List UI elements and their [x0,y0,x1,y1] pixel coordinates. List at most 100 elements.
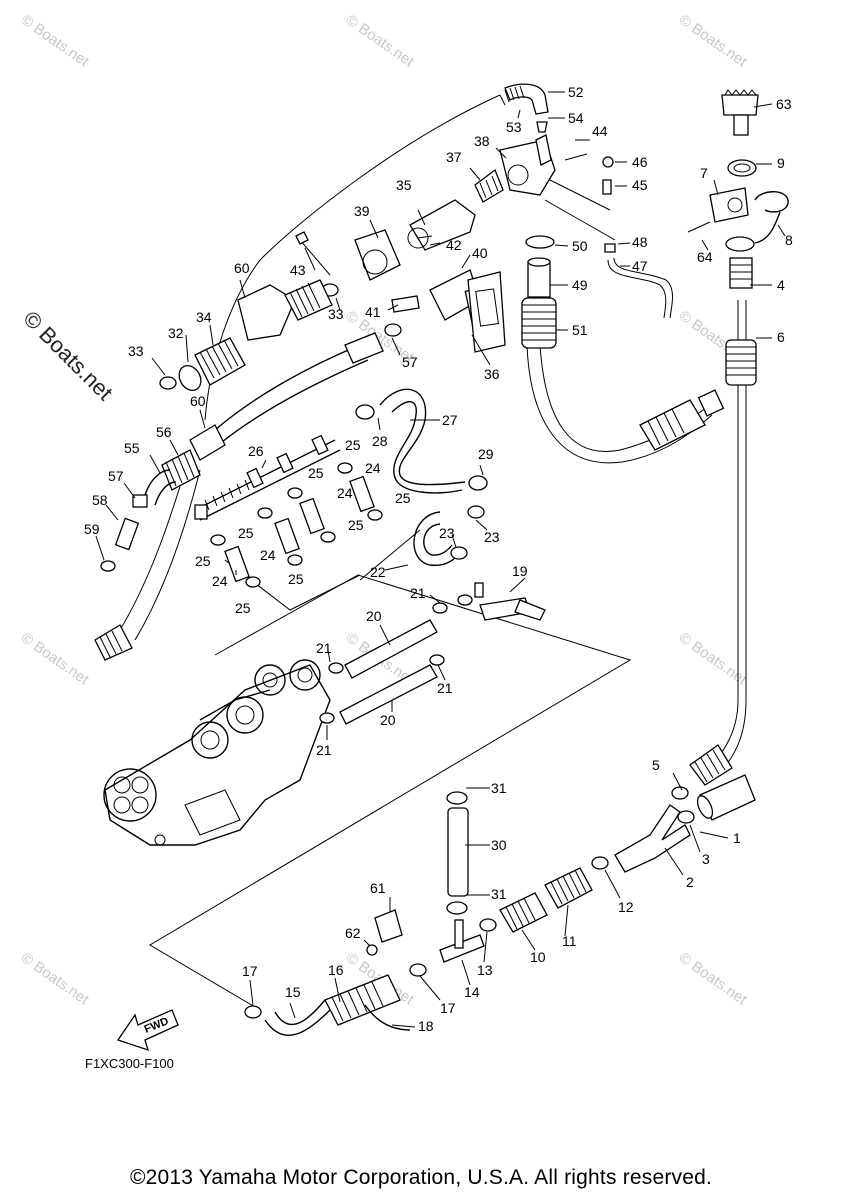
callout-25: 25 [348,517,364,533]
callout-25: 25 [308,465,324,481]
callout-5: 5 [652,757,660,773]
callout-21: 21 [316,640,332,656]
callout-59: 59 [84,521,100,537]
callout-24: 24 [212,573,228,589]
callout-47: 47 [632,258,648,274]
watermark: © Boats.net [676,629,751,688]
callout-19: 19 [512,563,528,579]
callout-30: 30 [491,837,507,853]
callout-25: 25 [345,437,361,453]
callout-31: 31 [491,886,507,902]
callout-21: 21 [410,585,426,601]
callout-25: 25 [395,490,411,506]
callout-52: 52 [568,84,584,100]
callout-41: 41 [365,304,381,320]
callout-31: 31 [491,780,507,796]
callout-53: 53 [506,119,522,135]
callout-35: 35 [396,177,412,193]
callout-43: 43 [290,262,306,278]
callout-25: 25 [288,571,304,587]
callout-64: 64 [697,249,713,265]
callout-23: 23 [484,529,500,545]
watermark-side: © Boats.net [18,306,117,405]
right-parts [244,89,789,1036]
callout-44: 44 [592,123,608,139]
callout-8: 8 [785,232,793,248]
callout-24: 24 [260,547,276,563]
callout-17: 17 [440,1000,456,1016]
callout-25: 25 [195,553,211,569]
callout-57: 57 [402,354,418,370]
callout-12: 12 [618,899,634,915]
callout-28: 28 [372,433,388,449]
callout-26: 26 [248,443,264,459]
callout-62: 62 [345,925,361,941]
callout-60: 60 [234,260,250,276]
callout-38: 38 [474,133,490,149]
callout-22: 22 [370,564,386,580]
callout-29: 29 [478,446,494,462]
callout-7: 7 [700,165,708,181]
callout-50: 50 [572,238,588,254]
callout-14: 14 [464,984,480,1000]
callout-40: 40 [472,245,488,261]
callout-36: 36 [484,366,500,382]
callout-57: 57 [108,468,124,484]
watermark: © Boats.net [18,949,93,1008]
callout-16: 16 [328,962,344,978]
callout-27: 27 [442,412,458,428]
callout-48: 48 [632,234,648,250]
callout-63: 63 [776,96,792,112]
callout-24: 24 [337,485,353,501]
callout-61: 61 [370,880,386,896]
callout-24: 24 [365,460,381,476]
callout-55: 55 [124,440,140,456]
callout-17: 17 [242,963,258,979]
watermark: © Boats.net [343,11,418,70]
callout-37: 37 [446,149,462,165]
callout-1: 1 [733,830,741,846]
watermark: © Boats.net [18,629,93,688]
callout-23: 23 [439,525,455,541]
callout-51: 51 [572,322,588,338]
callout-numbers: 1 2 3 4 5 6 7 8 9 10 11 12 13 14 15 16 1… [84,84,793,1034]
callout-25: 25 [235,600,251,616]
callout-49: 49 [572,277,588,293]
callout-46: 46 [632,154,648,170]
fwd-arrow: FWD [116,1009,179,1052]
callout-9: 9 [777,155,785,171]
callout-4: 4 [777,277,785,293]
middle-left-parts [94,388,546,725]
callout-3: 3 [702,851,710,867]
watermark: © Boats.net [18,11,93,70]
callout-10: 10 [530,949,546,965]
callout-18: 18 [418,1018,434,1034]
callout-13: 13 [477,962,493,978]
callout-33: 33 [328,306,344,322]
copyright-notice: ©2013 Yamaha Motor Corporation, U.S.A. A… [129,1166,713,1189]
callout-32: 32 [168,325,184,341]
callout-56: 56 [156,424,172,440]
callout-25: 25 [238,525,254,541]
callout-11: 11 [562,933,577,949]
engine-block [103,659,331,846]
callout-34: 34 [196,309,212,325]
callout-58: 58 [92,492,108,508]
callout-21: 21 [316,742,332,758]
callout-45: 45 [632,177,648,193]
callout-2: 2 [686,874,694,890]
callout-39: 39 [354,203,370,219]
callout-6: 6 [777,329,785,345]
watermark: © Boats.net [676,11,751,70]
callout-33: 33 [128,343,144,359]
callout-15: 15 [285,984,301,1000]
callout-60: 60 [190,393,206,409]
callout-21: 21 [437,680,453,696]
top-parts [159,83,616,443]
watermark: © Boats.net [676,949,751,1008]
callout-54: 54 [568,110,584,126]
callout-20: 20 [366,608,382,624]
callout-42: 42 [446,237,462,253]
callout-20: 20 [380,712,396,728]
